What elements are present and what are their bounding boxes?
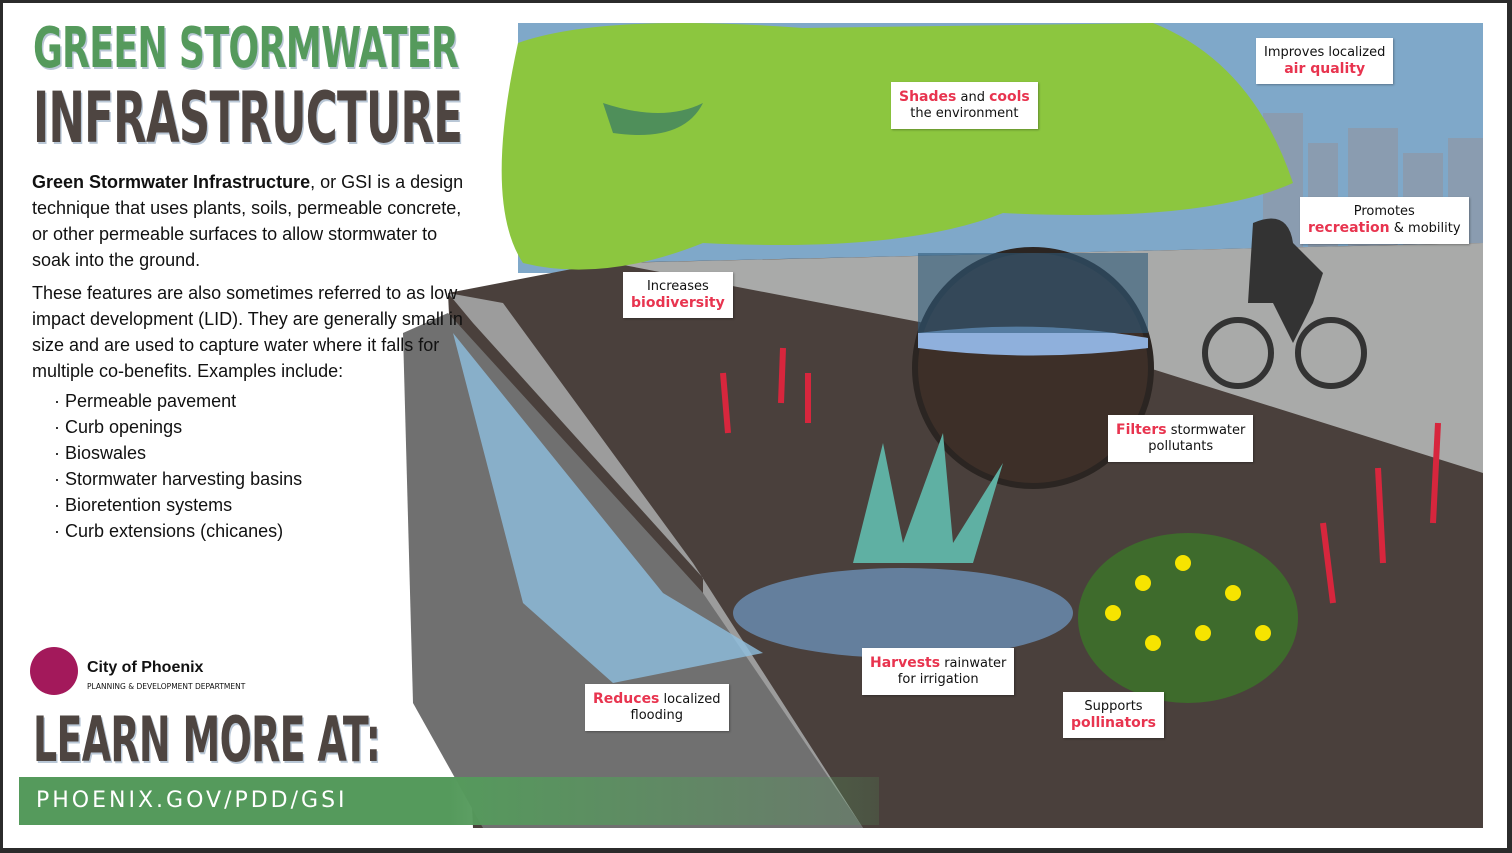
label-text: stormwater — [1166, 423, 1246, 438]
website-link[interactable]: PHOENIX.GOV/PDD/GSI — [19, 777, 879, 825]
title-line-2: INFRASTRUCTURE — [33, 77, 463, 159]
lid-paragraph: These features are also sometimes referr… — [32, 283, 463, 381]
intro-rest: , or GSI is a design technique that uses… — [32, 172, 464, 270]
label-highlight: air quality — [1284, 61, 1366, 77]
label-highlight: Harvests — [870, 655, 941, 671]
logo-department: PLANNING & DEVELOPMENT DEPARTMENT — [87, 682, 246, 691]
learn-more-heading: LEARN MORE AT: — [33, 703, 381, 776]
label-text: flooding — [630, 708, 683, 723]
label-text: and — [956, 90, 990, 105]
poster: GREEN STORMWATER INFRASTRUCTURE Green St… — [3, 3, 1507, 848]
intro-paragraph: Green Stormwater Infrastructure, or GSI … — [32, 169, 472, 273]
agave — [853, 433, 1003, 563]
flowering-shrub — [1078, 533, 1298, 703]
cyclist-icon — [1202, 218, 1367, 389]
label-text: Promotes — [1353, 204, 1415, 219]
examples-list: Permeable pavement Curb openings Bioswal… — [32, 388, 472, 544]
phoenix-logo-icon — [30, 647, 78, 695]
gutter-water — [453, 333, 763, 683]
infiltration-water — [918, 326, 1148, 356]
list-item: Bioswales — [54, 440, 472, 466]
label-text: Improves localized — [1264, 45, 1386, 60]
label-text: the environment — [910, 106, 1019, 121]
label-highlight: pollinators — [1071, 715, 1156, 731]
list-item: Curb extensions (chicanes) — [54, 518, 472, 544]
label-highlight: cools — [989, 89, 1030, 105]
list-item: Permeable pavement — [54, 388, 472, 414]
body-text: Green Stormwater Infrastructure, or GSI … — [32, 169, 472, 544]
label-text: for irrigation — [897, 672, 979, 687]
logo-name: City of Phoenix — [87, 659, 204, 676]
title-line-1: GREEN STORMWATER — [33, 16, 459, 81]
label-text: Increases — [646, 279, 709, 294]
label-highlight: recreation — [1308, 220, 1390, 236]
list-item: Bioretention systems — [54, 492, 472, 518]
tree-canopy — [501, 23, 1294, 270]
gsi-illustration — [403, 23, 1483, 828]
ponding-water — [733, 568, 1073, 658]
label-text: rainwater — [940, 656, 1007, 671]
label-text: Supports — [1084, 699, 1143, 714]
label-highlight: Reduces — [593, 691, 660, 707]
label-text: & mobility — [1389, 221, 1461, 236]
red-flowers — [720, 347, 1441, 604]
intro-bold: Green Stormwater Infrastructure — [32, 172, 311, 192]
label-text: pollutants — [1148, 439, 1214, 454]
list-item: Curb openings — [54, 414, 472, 440]
label-highlight: biodiversity — [631, 295, 725, 311]
label-text: localized — [659, 692, 721, 707]
list-item: Stormwater harvesting basins — [54, 466, 472, 492]
label-highlight: Filters — [1116, 422, 1167, 438]
label-highlight: Shades — [899, 89, 957, 105]
